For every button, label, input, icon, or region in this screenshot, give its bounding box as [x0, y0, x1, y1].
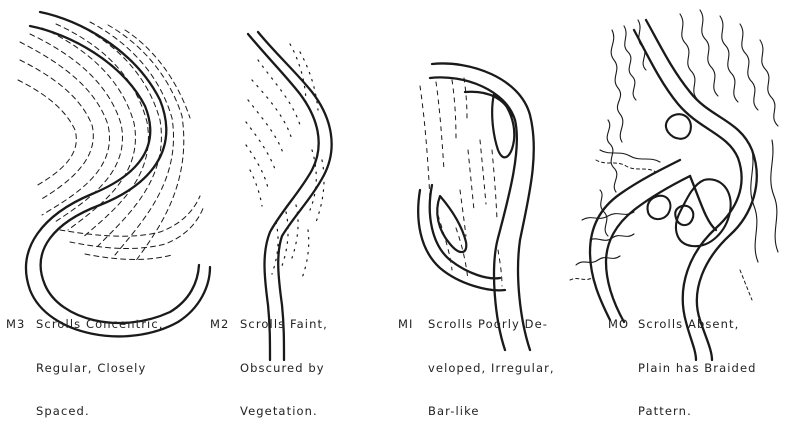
caption-mo-line-1: Scrolls Absent, — [638, 317, 739, 331]
scroll-lines-mi — [420, 78, 502, 286]
caption-m2-line-1: Scrolls Faint, — [240, 317, 328, 331]
caption-mi-line-1: Scrolls Poorly De- — [428, 317, 548, 331]
caption-m3-line-3: Spaced. — [6, 404, 164, 419]
braided-dots-mo — [570, 160, 752, 300]
panel-code-mo: MO — [608, 317, 638, 332]
panel-code-m2: M2 — [210, 317, 240, 332]
caption-m3-line-1: Scrolls Concentric, — [36, 317, 164, 331]
caption-m2-line-3: Vegetation. — [210, 404, 328, 419]
panel-code-mi: MI — [398, 317, 428, 332]
bars-mi — [437, 94, 514, 252]
panel-code-m3: M3 — [6, 317, 36, 332]
caption-mo-line-3: Pattern. — [608, 404, 757, 419]
caption-mi-line-3: Bar-like — [398, 404, 555, 419]
scroll-lines-m3 — [18, 22, 204, 262]
scroll-lines-m2 — [246, 44, 324, 278]
